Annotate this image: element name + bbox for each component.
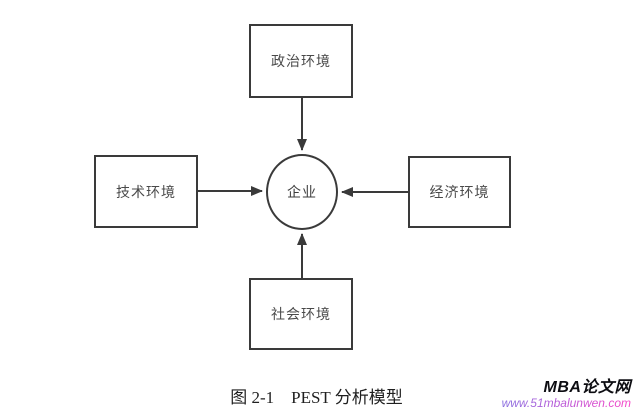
node-label: 政治环境 bbox=[271, 53, 331, 69]
watermark-site-url: www.51mbalunwen.com bbox=[501, 395, 631, 410]
center-label: 企业 bbox=[287, 184, 317, 200]
watermark: MBA论文网 www.51mbalunwen.com bbox=[501, 379, 631, 410]
node-enterprise-circle: 企业 bbox=[266, 154, 338, 230]
node-label: 经济环境 bbox=[429, 184, 490, 200]
node-political-environment: 政治环境 bbox=[249, 24, 353, 98]
node-technical-environment: 技术环境 bbox=[94, 155, 198, 228]
watermark-site-name: MBA论文网 bbox=[543, 379, 631, 396]
figure-caption: 图 2-1 PEST 分析模型 bbox=[230, 388, 403, 407]
node-social-environment: 社会环境 bbox=[249, 278, 353, 350]
node-label: 社会环境 bbox=[271, 306, 331, 322]
node-label: 技术环境 bbox=[116, 183, 176, 200]
node-economic-environment: 经济环境 bbox=[408, 156, 511, 228]
